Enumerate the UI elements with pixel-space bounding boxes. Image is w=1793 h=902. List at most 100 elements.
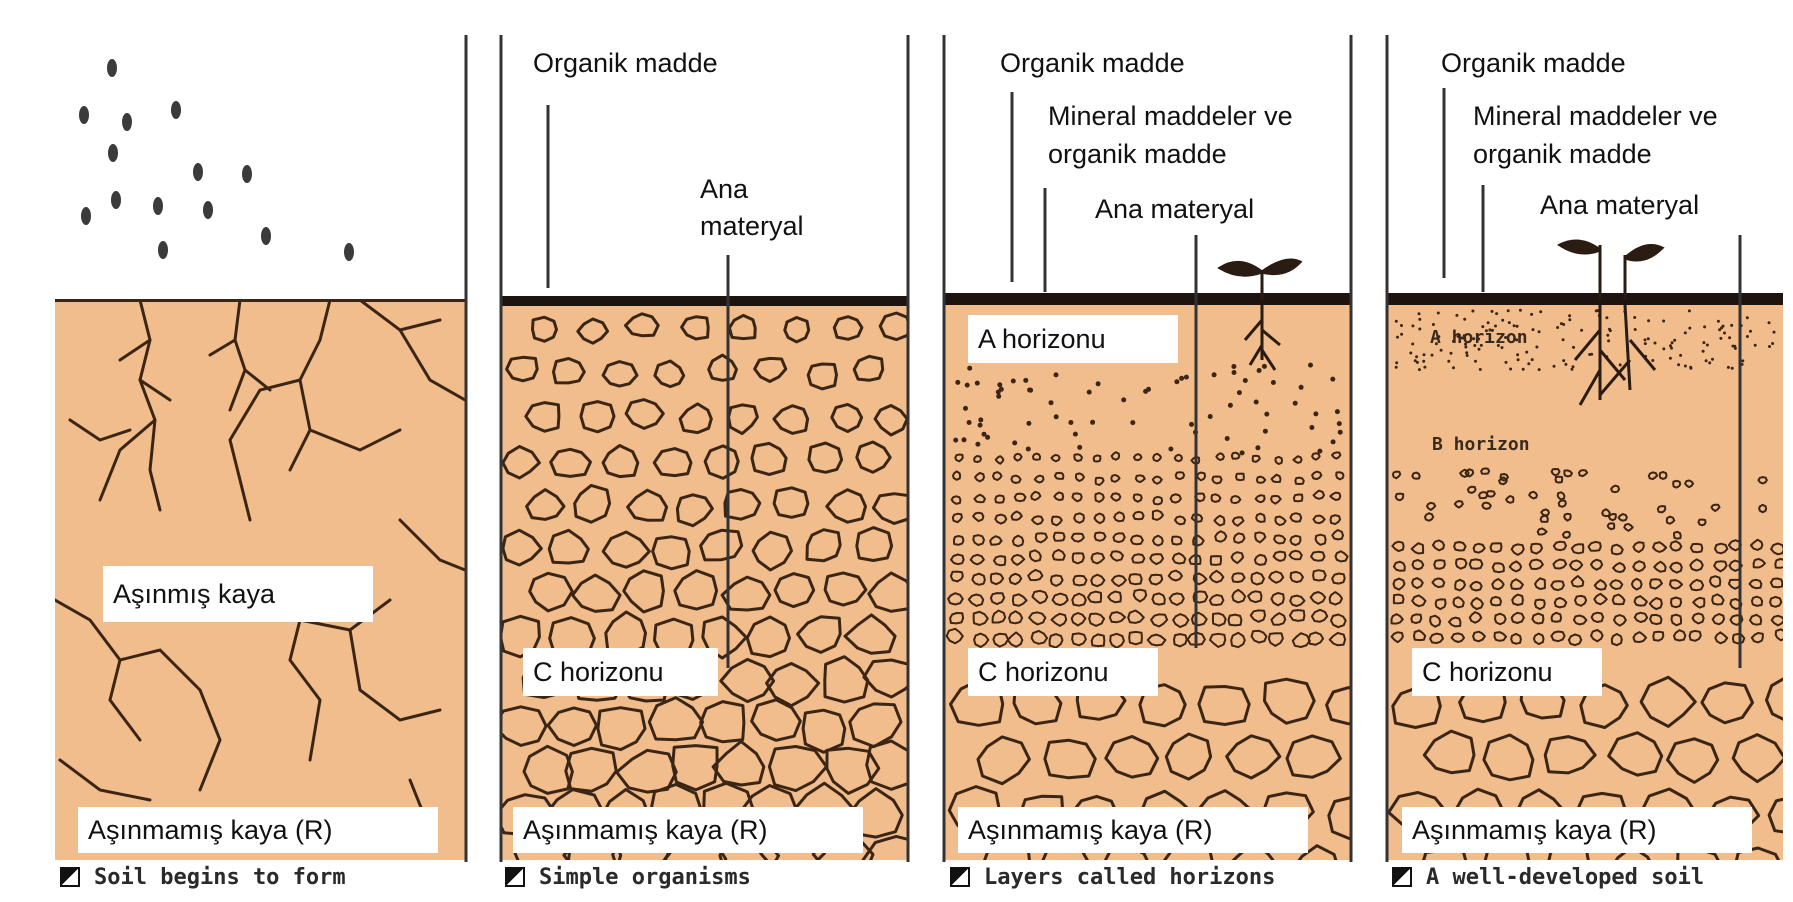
soil-particle xyxy=(1255,445,1260,450)
soil-particle xyxy=(962,437,967,442)
soil-particle xyxy=(978,423,983,428)
soil-particle xyxy=(1415,355,1418,358)
soil-particle xyxy=(1240,450,1245,455)
soil-particle xyxy=(1588,353,1591,356)
soil-particle xyxy=(1487,321,1490,324)
panel-2-bedrock-label: Aşınmamış kaya (R) xyxy=(513,807,863,853)
soil-particle xyxy=(1293,401,1298,406)
panel-4-organic-matter-label: Organik madde xyxy=(1441,46,1626,80)
soil-particle xyxy=(1580,329,1583,332)
soil-particle xyxy=(1440,349,1443,352)
soil-particle xyxy=(1212,372,1217,377)
soil-particle xyxy=(1400,324,1403,327)
soil-particle xyxy=(1644,338,1647,341)
soil-particle xyxy=(1705,359,1708,362)
soil-particle xyxy=(1331,439,1336,444)
panel-4-mineral-label-2: organik madde xyxy=(1463,137,1662,171)
panel-1-rain xyxy=(79,59,354,261)
soil-particle xyxy=(1418,328,1421,331)
panel-3-mineral-label-2: organik madde xyxy=(1038,137,1237,171)
soil-particle xyxy=(1595,309,1598,312)
panel-4-caption-text: A well-developed soil xyxy=(1426,865,1704,890)
soil-particle xyxy=(1516,353,1519,356)
soil-particle xyxy=(1651,359,1654,362)
soil-particle xyxy=(1647,337,1650,340)
soil-particle xyxy=(1027,388,1032,393)
soil-particle xyxy=(1418,368,1421,371)
soil-particle xyxy=(1143,389,1148,394)
panel-4-ground xyxy=(1388,300,1783,860)
soil-particle xyxy=(1679,354,1682,357)
soil-particle xyxy=(1728,336,1731,339)
soil-particle xyxy=(1671,341,1674,344)
soil-particle xyxy=(982,432,987,437)
panel-1-bedrock-label: Aşınmamış kaya (R) xyxy=(78,807,438,853)
soil-particle xyxy=(1673,339,1676,342)
soil-particle xyxy=(1768,345,1771,348)
soil-particle xyxy=(1225,436,1230,441)
soil-particle xyxy=(1335,409,1340,414)
soil-particle xyxy=(1432,323,1435,326)
soil-particle xyxy=(1337,421,1342,426)
soil-particle xyxy=(1560,322,1563,325)
soil-particle xyxy=(1395,366,1398,369)
soil-particle xyxy=(1530,313,1533,316)
panel-4-surface-layer xyxy=(1388,293,1783,305)
soil-particle xyxy=(1607,339,1610,342)
soil-particle xyxy=(1717,320,1720,323)
panel-2-c-horizon-label: C horizonu xyxy=(523,648,718,696)
soil-particle xyxy=(1606,334,1609,337)
soil-particle xyxy=(1688,309,1691,312)
soil-particle xyxy=(1509,368,1512,371)
soil-particle xyxy=(1313,411,1318,416)
soil-particle xyxy=(1669,344,1672,347)
soil-particle xyxy=(1719,337,1722,340)
panel-2-parent-material-label-2: materyal xyxy=(700,209,804,243)
panel-3-caption: Layers called horizons xyxy=(950,862,1275,892)
soil-particle xyxy=(1731,367,1734,370)
panel-4-bedrock-label: Aşınmamış kaya (R) xyxy=(1402,807,1752,853)
soil-particle xyxy=(1491,310,1494,313)
soil-particle xyxy=(1634,328,1637,331)
soil-particle xyxy=(1773,331,1776,334)
panel-2-caption: Simple organisms xyxy=(505,862,751,892)
soil-particle xyxy=(1471,310,1474,313)
soil-particle xyxy=(1746,316,1749,319)
soil-particle xyxy=(1532,328,1535,331)
soil-particle xyxy=(1730,324,1733,327)
soil-particle xyxy=(1519,309,1522,312)
soil-particle xyxy=(1271,380,1276,385)
soil-particle xyxy=(1706,344,1709,347)
soil-particle xyxy=(978,417,983,422)
soil-particle xyxy=(1228,403,1233,408)
soil-particle xyxy=(1662,320,1665,323)
soil-particle xyxy=(1605,316,1608,319)
soil-particle xyxy=(1647,319,1650,322)
soil-particle xyxy=(1409,352,1412,355)
panel-1-caption-text: Soil begins to form xyxy=(94,865,346,890)
panel-3-organic-matter-label: Organik madde xyxy=(1000,46,1185,80)
soil-particle xyxy=(1535,346,1538,349)
soil-particle xyxy=(1049,400,1054,405)
soil-particle xyxy=(1538,368,1541,371)
soil-particle xyxy=(975,381,980,386)
soil-particle xyxy=(1568,314,1571,317)
panel-4-parent-material-label: Ana materyal xyxy=(1530,188,1709,222)
soil-particle xyxy=(1168,447,1173,452)
soil-particle xyxy=(1553,365,1556,368)
soil-particle xyxy=(1174,379,1179,384)
soil-particle xyxy=(1562,338,1565,341)
soil-particle xyxy=(1539,310,1542,313)
soil-particle xyxy=(1450,352,1453,355)
soil-particle xyxy=(1754,344,1757,347)
soil-particle xyxy=(1720,326,1723,329)
soil-particle xyxy=(1087,390,1092,395)
soil-particle xyxy=(1463,318,1466,321)
soil-particle xyxy=(1231,364,1236,369)
caption-icon xyxy=(1392,867,1412,887)
soil-particle xyxy=(1254,400,1259,405)
soil-particle xyxy=(1452,366,1455,369)
soil-particle xyxy=(1054,372,1059,377)
